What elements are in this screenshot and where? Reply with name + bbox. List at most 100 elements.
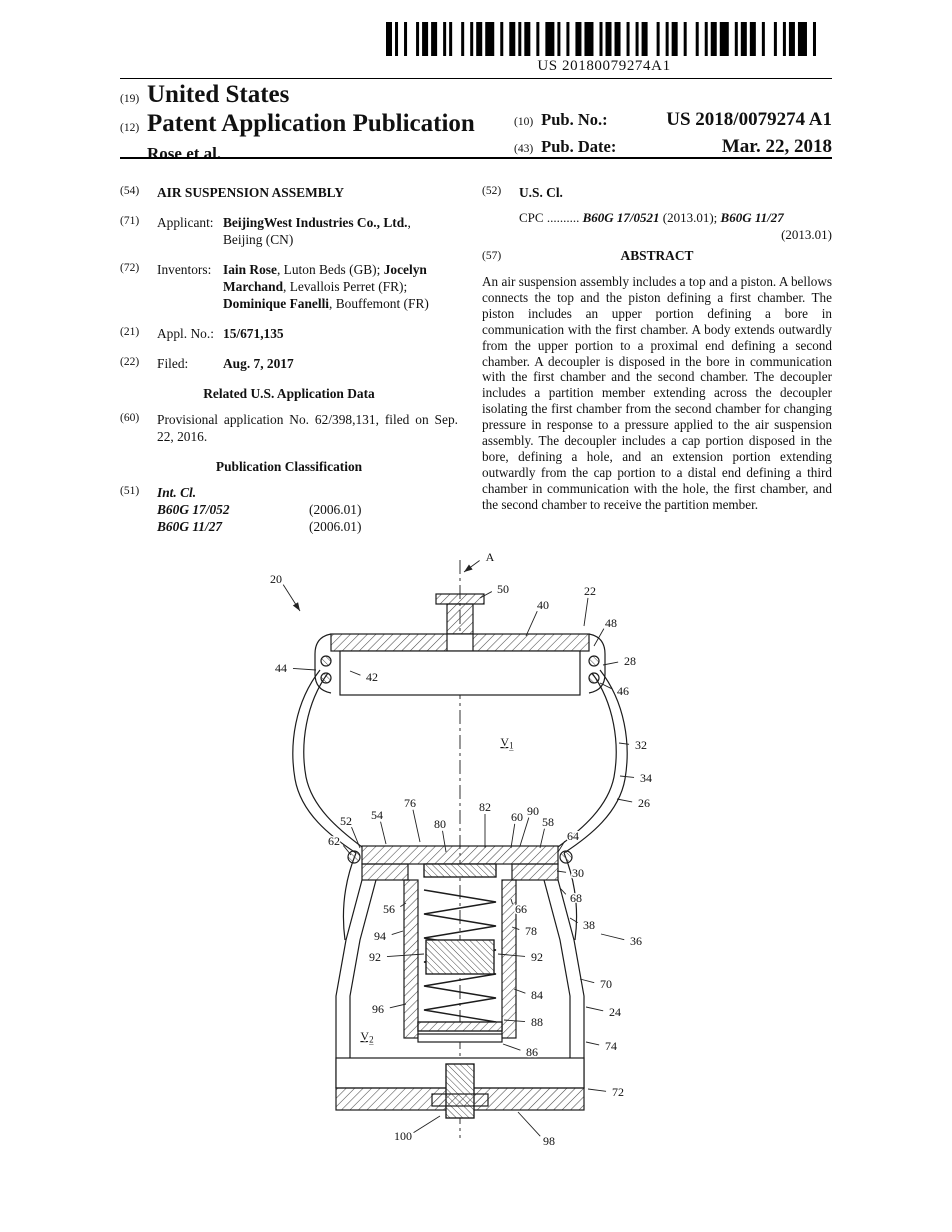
pub-no-line: (10) Pub. No.: US 2018/0079274 A1 bbox=[514, 110, 832, 130]
applicant-row: (71) Applicant: BeijingWest Industries C… bbox=[120, 214, 458, 248]
field-number-43: (43) bbox=[514, 142, 534, 155]
figure-label: 24 bbox=[609, 1005, 621, 1019]
patent-figure: A205040224828464442V13234267682905254806… bbox=[269, 549, 654, 1150]
pub-date-line: (43) Pub. Date: Mar. 22, 2018 bbox=[514, 136, 832, 157]
figure-label: 46 bbox=[617, 684, 629, 698]
figure-label: 90 bbox=[527, 804, 539, 818]
figure-label: 78 bbox=[525, 924, 537, 938]
figure-label: 80 bbox=[434, 817, 446, 831]
country-line: (19) United States bbox=[120, 81, 832, 111]
piston-shell bbox=[335, 879, 585, 1088]
inventor-name: Dominique Fanelli bbox=[223, 296, 330, 312]
us-cl-row: (52) U.S. Cl. bbox=[482, 184, 832, 201]
figure-label: 92 bbox=[531, 950, 543, 964]
cpc-year: (2013.01); bbox=[662, 210, 718, 226]
lower-partition bbox=[417, 1021, 503, 1043]
inventor-location: , Luton Beds (GB); bbox=[276, 262, 384, 278]
figure-leader-line bbox=[593, 628, 605, 647]
bore-walls bbox=[403, 879, 517, 1039]
figure-label: 36 bbox=[630, 934, 642, 948]
figure-label: 98 bbox=[543, 1134, 555, 1148]
figure-label: 70 bbox=[600, 977, 612, 991]
figure-label: 60 bbox=[511, 810, 523, 824]
figure-label: 48 bbox=[605, 616, 617, 630]
figure-leader-line bbox=[585, 1041, 600, 1046]
filed-row: (22) Filed: Aug. 7, 2017 bbox=[120, 355, 458, 372]
field-number-10: (10) bbox=[514, 116, 534, 128]
figure-leader-line bbox=[413, 1115, 441, 1134]
figure-label: 44 bbox=[275, 661, 287, 675]
figure-leader-line bbox=[556, 870, 567, 873]
figure-label: 86 bbox=[526, 1045, 538, 1059]
appl-no-value: 15/671,135 bbox=[223, 326, 284, 342]
figure-leader-line bbox=[513, 988, 526, 994]
bibliographic-column: (54) AIR SUSPENSION ASSEMBLY (71) Applic… bbox=[120, 184, 458, 537]
cpc-code: B60G 17/0521 bbox=[582, 210, 660, 226]
class-year: (2006.01) bbox=[309, 502, 362, 518]
figure-leader-line bbox=[619, 775, 635, 778]
inventors-label: Inventors: bbox=[157, 262, 212, 278]
abstract-heading: ABSTRACT bbox=[620, 248, 694, 264]
barcode: US 20180079274A1 bbox=[386, 22, 822, 75]
cpc-block: CPC .......... B60G 17/0521 (2013.01); B… bbox=[519, 210, 832, 243]
cpc-code: B60G 11/27 bbox=[720, 210, 784, 226]
title-row: (54) AIR SUSPENSION ASSEMBLY bbox=[120, 184, 458, 201]
figure-leader-line bbox=[349, 670, 361, 676]
figure-leader-line bbox=[342, 845, 352, 856]
figure-label: 22 bbox=[584, 584, 596, 598]
cpc-year-continued: (2013.01) bbox=[781, 226, 832, 242]
figure-label: 64 bbox=[567, 829, 579, 843]
figure-label: 82 bbox=[479, 800, 491, 814]
figure-label: 54 bbox=[371, 808, 383, 822]
figure-label: V1 bbox=[500, 735, 513, 751]
field-number-19: (19) bbox=[120, 93, 140, 105]
cpc-dots: .......... bbox=[546, 210, 580, 226]
figure-leader-line bbox=[525, 610, 538, 637]
figure-leader-line bbox=[400, 902, 407, 908]
piston-base bbox=[335, 1057, 585, 1119]
int-cl-entry: B60G 17/052 (2006.01) bbox=[157, 501, 458, 518]
figure-leader-line bbox=[557, 840, 566, 853]
field-number-22: (22) bbox=[120, 356, 140, 369]
int-cl-label: Int. Cl. bbox=[157, 485, 197, 501]
figure-label: 72 bbox=[612, 1085, 624, 1099]
appl-no-label: Appl. No.: bbox=[157, 326, 214, 342]
publication-type-line: (12) Patent Application Publication bbox=[120, 110, 832, 142]
figure-leader-line bbox=[292, 667, 317, 671]
pub-no-value: US 2018/0079274 A1 bbox=[666, 109, 832, 130]
field-number-21: (21) bbox=[120, 326, 140, 339]
figure-leader-line bbox=[559, 887, 567, 895]
figure-label: 52 bbox=[340, 814, 352, 828]
figure-leader-line bbox=[517, 1111, 541, 1137]
figure-label: V2 bbox=[360, 1029, 373, 1045]
inventor-location: , Levallois Perret (FR); bbox=[283, 279, 408, 295]
applicant-city: Beijing (CN) bbox=[223, 232, 294, 248]
applicant-separator: , bbox=[407, 215, 411, 231]
figure-leader-line bbox=[391, 930, 404, 935]
field-number-57: (57) bbox=[482, 250, 502, 263]
figure-label: 34 bbox=[640, 771, 652, 785]
applicant-name: BeijingWest Industries Co., Ltd. bbox=[223, 215, 408, 231]
figure-label: 100 bbox=[394, 1129, 412, 1143]
field-number-72: (72) bbox=[120, 262, 140, 275]
figure-label: 58 bbox=[542, 815, 554, 829]
bellows bbox=[292, 669, 628, 941]
figure-leader-line bbox=[519, 817, 530, 847]
inventor-name: Iain Rose bbox=[223, 262, 277, 278]
provisional-text: Provisional application No. 62/398,131, … bbox=[157, 412, 458, 445]
applicant-label: Applicant: bbox=[157, 215, 214, 231]
figure-label: 84 bbox=[531, 988, 543, 1002]
figure-leader-line bbox=[569, 917, 578, 923]
figure-leader-line bbox=[585, 1006, 604, 1012]
field-number-12: (12) bbox=[120, 122, 140, 134]
class-code: B60G 11/27 bbox=[157, 519, 223, 535]
figure-label: 66 bbox=[515, 902, 527, 916]
inventors-value: Iain Rose, Luton Beds (GB); Jocelyn Marc… bbox=[223, 261, 458, 312]
field-number-71: (71) bbox=[120, 215, 140, 228]
figure-label: 88 bbox=[531, 1015, 543, 1029]
filed-value: Aug. 7, 2017 bbox=[223, 356, 294, 372]
int-cl-entry: B60G 11/27 (2006.01) bbox=[157, 518, 458, 535]
classification-abstract-column: (52) U.S. Cl. CPC .......... B60G 17/052… bbox=[482, 184, 832, 513]
related-data-heading: Related U.S. Application Data bbox=[203, 386, 375, 402]
